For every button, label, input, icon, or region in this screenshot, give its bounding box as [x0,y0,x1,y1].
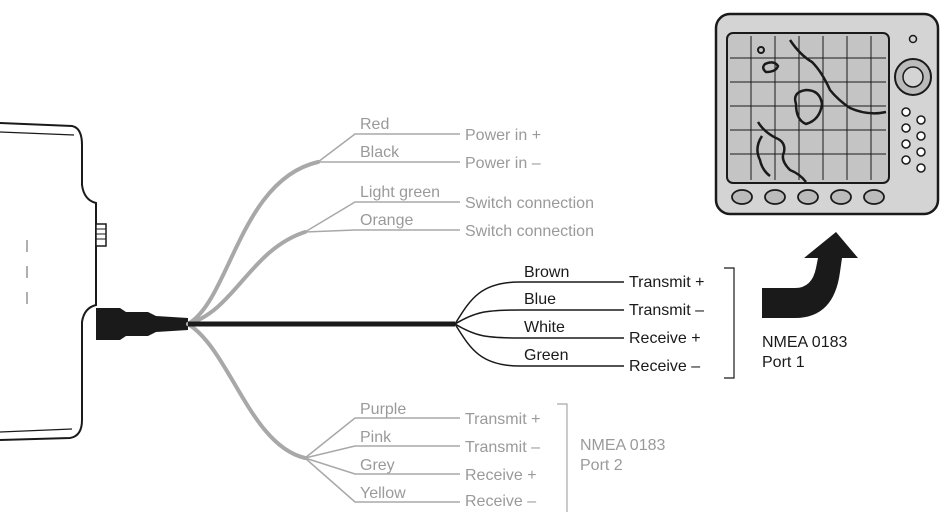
wire-function-receive-plus-2: Receive + [465,467,537,484]
wire-function-receive-plus: Receive + [629,330,701,347]
port2-bracket [557,403,568,512]
port1-bracket [724,267,735,379]
wire-color-purple: Purple [360,401,407,418]
nmea-port2-label: NMEA 0183 Port 2 [580,436,665,476]
nmea-port1-label-line1: NMEA 0183 [762,334,848,351]
curved-arrow-icon [762,232,858,318]
top-wire-group [186,160,320,326]
nmea-port1-cable [188,281,624,367]
wire-color-red: Red [360,116,390,133]
wire-color-orange: Orange [360,212,414,229]
wire-function-receive-minus: Receive – [629,358,701,375]
wire-function-receive-minus-2: Receive – [465,493,537,510]
nmea-port2-label-line1: NMEA 0183 [580,437,666,454]
wire-function-transmit-plus-2: Transmit + [465,411,541,428]
nmea-port1-label: NMEA 0183 Port 1 [762,333,847,373]
wire-color-grey: Grey [360,457,395,474]
wire-function-power-in-plus: Power in + [465,127,542,144]
bottom-wire-group [186,322,307,460]
wire-color-black: Black [360,144,400,161]
wire-color-yellow: Yellow [360,485,406,502]
wire-color-light-green: Light green [360,184,441,201]
wire-color-green: Green [524,347,569,364]
wire-function-transmit-minus: Transmit – [629,302,704,319]
wire-color-pink: Pink [360,429,392,446]
wire-color-white: White [524,319,565,336]
wire-function-power-in-minus: Power in – [465,155,541,172]
wire-function-switch-2: Switch connection [465,223,594,240]
nmea-port1-label-line2: Port 1 [762,354,805,371]
wire-color-blue: Blue [524,291,557,308]
wire-function-switch-1: Switch connection [465,195,594,212]
wire-function-transmit-minus-2: Transmit – [465,439,540,456]
nmea-port2-label-line2: Port 2 [580,457,623,474]
source-unit-icon [0,122,188,441]
plotter-display-icon [714,12,940,216]
wire-color-brown: Brown [524,264,570,281]
wire-function-transmit-plus: Transmit + [629,274,705,291]
